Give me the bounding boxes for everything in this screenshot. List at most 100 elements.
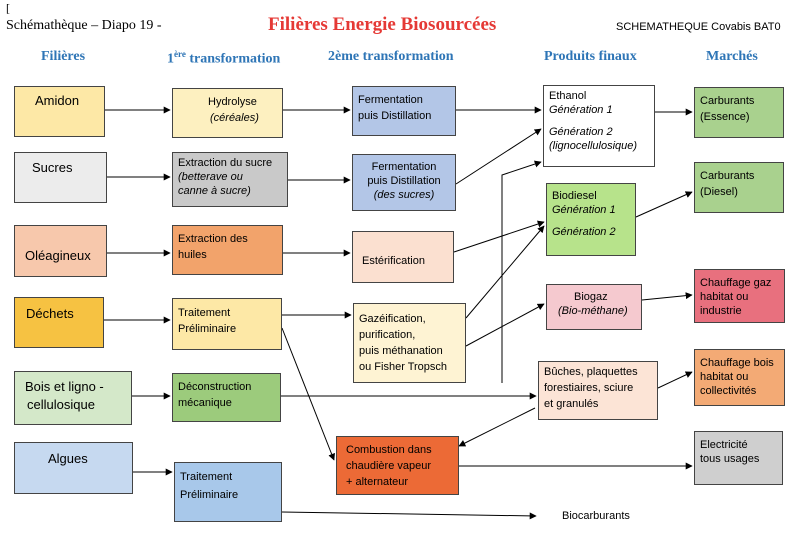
box-carburants-essence-label-1: Carburants [700,95,755,107]
box-combustion-label-3: + alternateur [346,476,409,488]
box-combustion: Combustion dans chaudière vapeur + alter… [336,436,459,495]
box-deconstruction-label-2: mécanique [178,397,232,409]
box-biogaz-label-2: (Bio-méthane) [558,305,628,317]
box-hydrolyse: Hydrolyse (céréales) [172,88,283,138]
box-deconstruction-label-1: Déconstruction [178,381,252,393]
box-traitement-algues-label-2: Préliminaire [180,489,239,501]
box-combustion-label-1: Combustion dans [346,444,432,456]
arrow-biogaz-chauffage-gaz [641,292,693,301]
box-buches-label-2: forestiaires, sciure [544,382,634,394]
box-bois-label-2: cellulosique [27,397,95,412]
arrow-buches-chauffage-bois [657,371,693,389]
box-traitement-dechets-label-1: Traitement [178,307,231,319]
box-deconstruction: Déconstruction mécanique [172,373,281,422]
box-extraction-huiles: Extraction des huiles [172,225,283,275]
box-ethanol-label-4: (lignocellulosique) [549,140,638,152]
box-biogaz-label-1: Biogaz [574,291,608,303]
box-chauffage-gaz-label-3: industrie [700,305,742,317]
box-amidon-label: Amidon [35,93,80,108]
box-extraction-sucre-label-2: (betterave ou [178,171,243,183]
box-chauffage-gaz-label-2: habitat ou [700,291,749,303]
box-fermentation-1-label-2: puis Distillation [358,110,432,122]
arrow-gazeification-ethanol [501,160,542,383]
box-bois-label-1: Bois et ligno - [25,379,104,394]
box-bois: Bois et ligno - cellulosique [14,371,132,425]
label-biocarburants: Biocarburants [562,510,630,522]
box-carburants-diesel: Carburants (Diesel) [694,162,784,213]
box-electricite-label-2: tous usages [700,453,760,465]
box-dechets-label: Déchets [26,306,74,321]
box-dechets: Déchets [14,297,104,348]
box-biogaz: Biogaz (Bio-méthane) [546,284,642,330]
box-fermentation-1-label-1: Fermentation [358,94,423,106]
box-biodiesel-label-3: Génération 2 [552,226,616,238]
box-biodiesel-label-1: Biodiesel [552,190,597,202]
arrow-fermentation2-ethanol [455,128,542,185]
header-bracket: [ [6,1,10,15]
box-fermentation-1: Fermentation puis Distillation [352,86,456,136]
box-hydrolyse-label-2: (céréales) [210,112,259,124]
box-hydrolyse-label-1: Hydrolyse [208,96,257,108]
arrow-algues-biocarburants [281,511,537,520]
box-fermentation-2-label-2: puis Distillation [367,175,441,187]
box-extraction-sucre-label-1: Extraction du sucre [178,157,273,169]
column-header-transfo1: 1ère transformation [167,49,281,67]
box-esterification-label: Estérification [362,255,425,267]
column-header-transfo2: 2ème transformation [328,49,454,64]
box-traitement-algues-label-1: Traitement [180,471,233,483]
box-chauffage-bois-label-1: Chauffage bois [700,357,774,369]
box-traitement-dechets: Traitement Préliminaire [172,298,282,350]
box-ethanol: Ethanol Génération 1 Génération 2 (ligno… [543,85,655,167]
box-ethanol-label-3: Génération 2 [549,126,613,138]
box-electricite: Electricité tous usages [694,431,783,485]
box-fermentation-2: Fermentation puis Distillation (des sucr… [352,154,456,211]
arrow-gazeification-biogaz [465,303,545,347]
arrow-biodiesel-diesel [635,191,693,218]
header-left-text: Schémathèque – Diapo 19 - [6,18,162,33]
box-extraction-huiles-label-1: Extraction des [178,233,248,245]
box-esterification: Estérification [352,231,454,283]
box-gazeification-label-1: Gazéification, [359,313,426,325]
box-fermentation-2-label-1: Fermentation [371,161,437,173]
box-gazeification: Gazéification, purification, puis méthan… [353,303,466,383]
box-electricite-label-1: Electricité [700,439,748,451]
box-buches-label-1: Bûches, plaquettes [544,366,638,378]
box-chauffage-bois-label-2: habitat ou [700,371,749,383]
box-chauffage-bois-label-3: collectivités [700,385,757,397]
box-gazeification-label-3: puis méthanation [359,345,443,357]
box-chauffage-gaz-label-1: Chauffage gaz [700,277,772,289]
box-chauffage-gaz: Chauffage gaz habitat ou industrie [694,269,785,323]
box-gazeification-label-2: purification, [359,329,416,341]
column-header-produits: Produits finaux [544,49,637,64]
box-biodiesel: Biodiesel Génération 1 Génération 2 [546,183,636,256]
column-header-marches: Marchés [706,49,758,64]
box-biodiesel-label-2: Génération 1 [552,204,616,216]
box-oleagineux: Oléagineux [14,225,107,277]
box-carburants-diesel-label-2: (Diesel) [700,186,738,198]
box-amidon: Amidon [14,86,105,137]
box-buches: Bûches, plaquettes forestiaires, sciure … [538,361,658,420]
box-traitement-dechets-label-2: Préliminaire [178,323,237,335]
arrow-buches-combustion [458,407,536,447]
box-combustion-label-2: chaudière vapeur [346,460,432,472]
box-buches-label-3: et granulés [544,398,599,410]
box-ethanol-label-1: Ethanol [549,90,587,102]
box-chauffage-bois: Chauffage bois habitat ou collectivités [694,349,785,406]
box-algues: Algues [14,442,133,494]
box-sucres-label: Sucres [32,160,73,175]
box-algues-label: Algues [48,451,88,466]
column-header-filieres: Filières [41,49,86,64]
box-carburants-essence-label-2: (Essence) [700,111,750,123]
box-extraction-huiles-label-2: huiles [178,249,207,261]
box-carburants-essence: Carburants (Essence) [694,87,784,138]
box-extraction-sucre-label-3: canne à sucre) [178,185,251,197]
box-ethanol-label-2: Génération 1 [549,104,613,116]
arrow-traitement-combustion [281,327,335,461]
box-traitement-algues: Traitement Préliminaire [174,462,282,522]
box-extraction-sucre: Extraction du sucre (betterave ou canne … [172,152,288,207]
box-gazeification-label-4: ou Fisher Tropsch [359,361,448,373]
box-carburants-diesel-label-1: Carburants [700,170,755,182]
box-oleagineux-label: Oléagineux [25,248,91,263]
page-title: Filières Energie Biosourcées [268,14,497,35]
